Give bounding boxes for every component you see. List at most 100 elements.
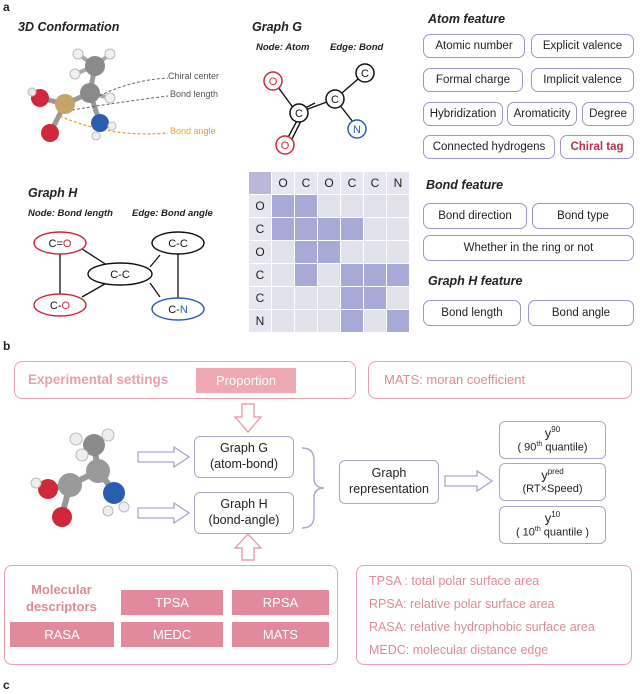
descriptor-medc: MEDC	[121, 622, 223, 647]
feature-explicit-valence: Explicit valence	[531, 34, 634, 58]
matrix-cell	[295, 264, 317, 286]
matrix-col-header: O	[272, 172, 294, 194]
graph-h-title: Graph H	[28, 186, 78, 200]
matrix-cell	[341, 310, 363, 332]
bond-angle-label: Bond angle	[170, 126, 216, 136]
matrix-cell	[387, 195, 409, 217]
descriptor-definitions-box	[356, 565, 632, 665]
chiral-center-guide	[94, 77, 169, 99]
feature-atomic-number: Atomic number	[423, 34, 525, 58]
definition-tpsa: TPSA : total polar surface area	[369, 574, 540, 588]
graph-g-node-label: Node: Atom	[256, 42, 310, 53]
molecular-descriptors-label: Molecular descriptors	[26, 582, 97, 614]
panel-letter-a: a	[3, 0, 10, 14]
matrix-cell	[318, 195, 340, 217]
svg-text:C-C: C-C	[110, 269, 130, 281]
svg-text:C=O: C=O	[49, 238, 72, 250]
matrix-cell	[387, 218, 409, 240]
graph-g-node-o2-label: O	[281, 140, 290, 152]
bond-length-label: Bond length	[170, 89, 219, 99]
definition-medc: MEDC: molecular distance edge	[369, 643, 549, 657]
matrix-col-header: N	[387, 172, 409, 194]
carbon-atom	[85, 56, 105, 76]
graph-g-box: Graph G(atom-bond)	[194, 436, 294, 478]
matrix-row-header: O	[249, 195, 271, 217]
nitrogen-atom	[91, 114, 109, 132]
descriptor-tpsa: TPSA	[121, 590, 223, 615]
definition-rasa: RASA: relative hydrophobic surface area	[369, 620, 595, 634]
matrix-cell	[295, 218, 317, 240]
output-ypred-box: ypred (RT×Speed)	[499, 463, 606, 501]
panel-letter-c: c	[3, 678, 10, 692]
feature-bond-length: Bond length	[423, 300, 521, 326]
bond-angle-guide	[59, 115, 169, 135]
graph-g-node-o2	[275, 135, 295, 155]
matrix-cell	[387, 264, 409, 286]
panel-letter-b: b	[3, 339, 11, 353]
experimental-settings-label: Experimental settings	[28, 372, 169, 387]
graph-g-node-c3	[355, 63, 375, 83]
bond-length-guide	[71, 95, 169, 111]
graph-g-title: Graph G	[252, 20, 303, 34]
feature-hybridization: Hybridization	[423, 102, 503, 126]
matrix-col-header: C	[341, 172, 363, 194]
molecule-image	[30, 428, 130, 527]
graph-h-node-cc-mid	[87, 262, 153, 286]
matrix-cell	[272, 264, 294, 286]
graph-g-node-c1	[289, 103, 309, 123]
feature-aromaticity: Aromaticity	[507, 102, 577, 126]
arrow-right-icon	[444, 469, 494, 493]
feature-bond-type: Bond type	[532, 203, 634, 229]
svg-text:C-O: C-O	[50, 300, 71, 312]
arrow-down-icon	[233, 403, 263, 434]
molecular-descriptors-box	[4, 565, 338, 665]
matrix-cell	[364, 310, 386, 332]
matrix-cell	[272, 195, 294, 217]
arrow-right-icon	[137, 502, 191, 524]
graph-h-feature-title: Graph H feature	[428, 274, 523, 288]
feature-connected-hydrogens: Connected hydrogens	[423, 135, 555, 159]
mats-note: MATS: moran coefficient	[384, 372, 526, 387]
svg-text:C-C: C-C	[168, 238, 188, 250]
graph-g-diagram: O C O C C N	[263, 63, 375, 155]
matrix-cell	[364, 287, 386, 309]
proportion-box: Proportion	[196, 368, 296, 393]
descriptor-rasa: RASA	[10, 622, 114, 647]
graph-h-node-cn	[151, 297, 205, 321]
graph-h-node-co-single	[33, 293, 87, 317]
matrix-row-header: C	[249, 287, 271, 309]
feature-in-ring: Whether in the ring or not	[423, 235, 634, 261]
graph-h-node-label: Node: Bond length	[28, 208, 113, 219]
arrow-up-icon	[233, 532, 263, 561]
matrix-cell	[341, 241, 363, 263]
matrix-cell	[387, 241, 409, 263]
carbon-atom	[55, 94, 75, 114]
graph-representation-line2: representation	[349, 482, 429, 496]
matrix-cell	[272, 218, 294, 240]
graph-g-node-c2	[325, 89, 345, 109]
matrix-row-header: C	[249, 264, 271, 286]
oxygen-atom	[41, 124, 59, 142]
matrix-corner	[249, 172, 271, 194]
matrix-col-header: C	[364, 172, 386, 194]
matrix-cell	[318, 218, 340, 240]
arrow-right-icon	[137, 446, 191, 468]
graph-h-node-cc-top	[151, 231, 205, 255]
atom-feature-title: Atom feature	[428, 12, 506, 26]
matrix-cell	[341, 264, 363, 286]
matrix-cell	[387, 287, 409, 309]
output-y90-box: y90 ( 90th quantile)	[499, 421, 606, 459]
matrix-cell	[387, 310, 409, 332]
matrix-row-header: O	[249, 241, 271, 263]
graph-h-node-co-double	[33, 231, 87, 255]
matrix-col-header: C	[295, 172, 317, 194]
matrix-cell	[272, 241, 294, 263]
feature-degree: Degree	[582, 102, 634, 126]
matrix-row-header: N	[249, 310, 271, 332]
graph-h-box: Graph H(bond-angle)	[194, 492, 294, 534]
graph-g-node-o1	[263, 71, 283, 91]
graph-g-node-c1-label: C	[295, 108, 303, 120]
matrix-cell	[341, 195, 363, 217]
graph-representation-line1: Graph	[371, 466, 407, 481]
